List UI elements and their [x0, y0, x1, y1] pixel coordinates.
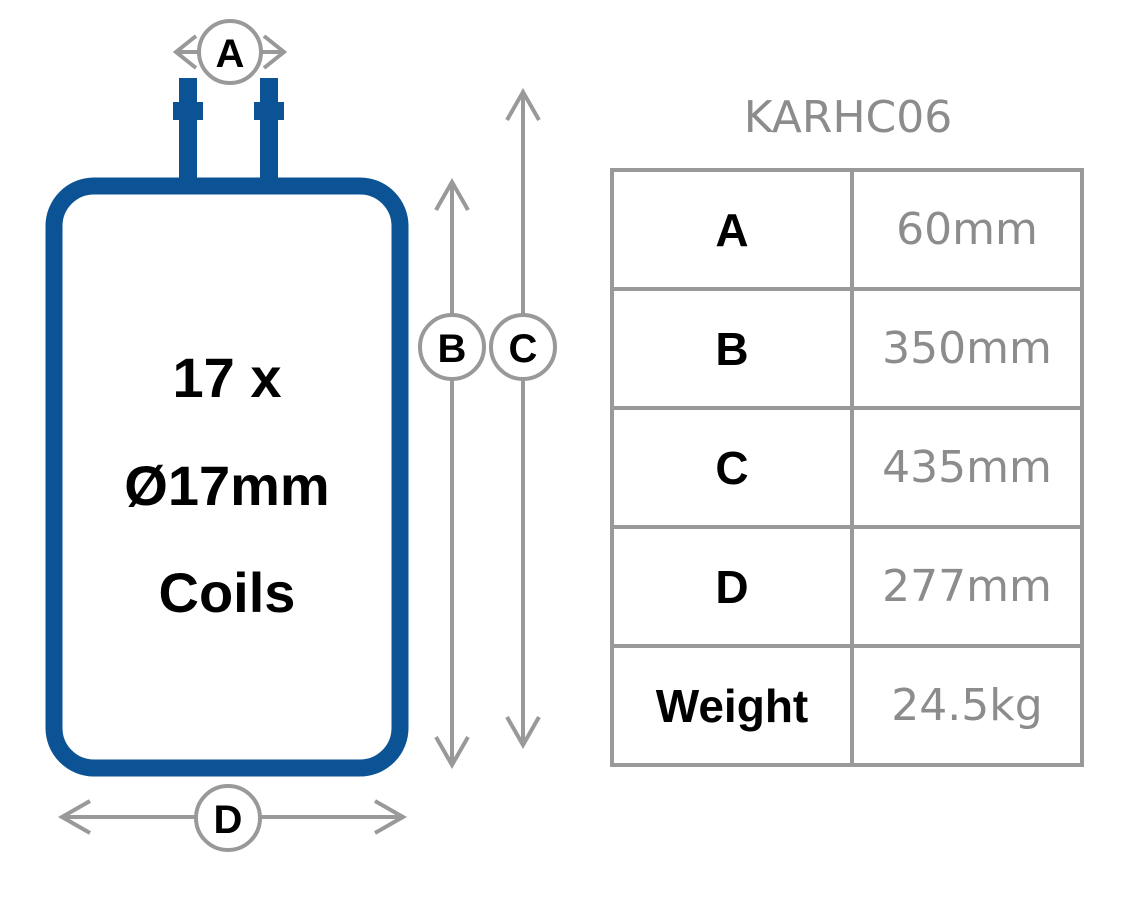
dimension-b-marker [418, 313, 486, 381]
spec-key: Weight [610, 644, 854, 767]
dimension-c-label: C [509, 327, 538, 371]
spec-value: 60mm [850, 168, 1084, 291]
tank-text-line3: Coils [158, 561, 296, 624]
pipe-right [254, 78, 284, 188]
spec-key: B [610, 287, 854, 410]
dimension-a-label: A [216, 32, 245, 76]
spec-value: 350mm [850, 287, 1084, 410]
tank-text-line2: Ø17mm [124, 454, 330, 517]
spec-value: 24.5kg [850, 644, 1084, 767]
dimension-b-arrow [434, 177, 470, 770]
tank-text-line1: 17 x [172, 346, 282, 409]
spec-key: C [610, 406, 854, 529]
pipe-left [173, 78, 203, 188]
spec-value: 435mm [850, 406, 1084, 529]
dimension-d-marker [194, 784, 262, 852]
tank-outline [45, 177, 409, 777]
dimension-d-label: D [214, 798, 243, 842]
spec-key: D [610, 525, 854, 648]
dimension-c-arrow [505, 87, 541, 750]
spec-row: Weight 24.5kg [610, 644, 1084, 767]
spec-key: A [610, 168, 854, 291]
spec-row: D 277mm [610, 525, 1084, 648]
dimension-c-marker [489, 313, 557, 381]
spec-table: A 60mm B 350mm C 435mm D 277mm Weight 24… [610, 168, 1084, 767]
spec-row: C 435mm [610, 406, 1084, 529]
dimension-b-label: B [438, 327, 467, 371]
dimension-a-marker [197, 19, 263, 85]
spec-row: B 350mm [610, 287, 1084, 410]
spec-row: A 60mm [610, 168, 1084, 291]
model-title: KARHC06 [743, 92, 953, 143]
spec-value: 277mm [850, 525, 1084, 648]
